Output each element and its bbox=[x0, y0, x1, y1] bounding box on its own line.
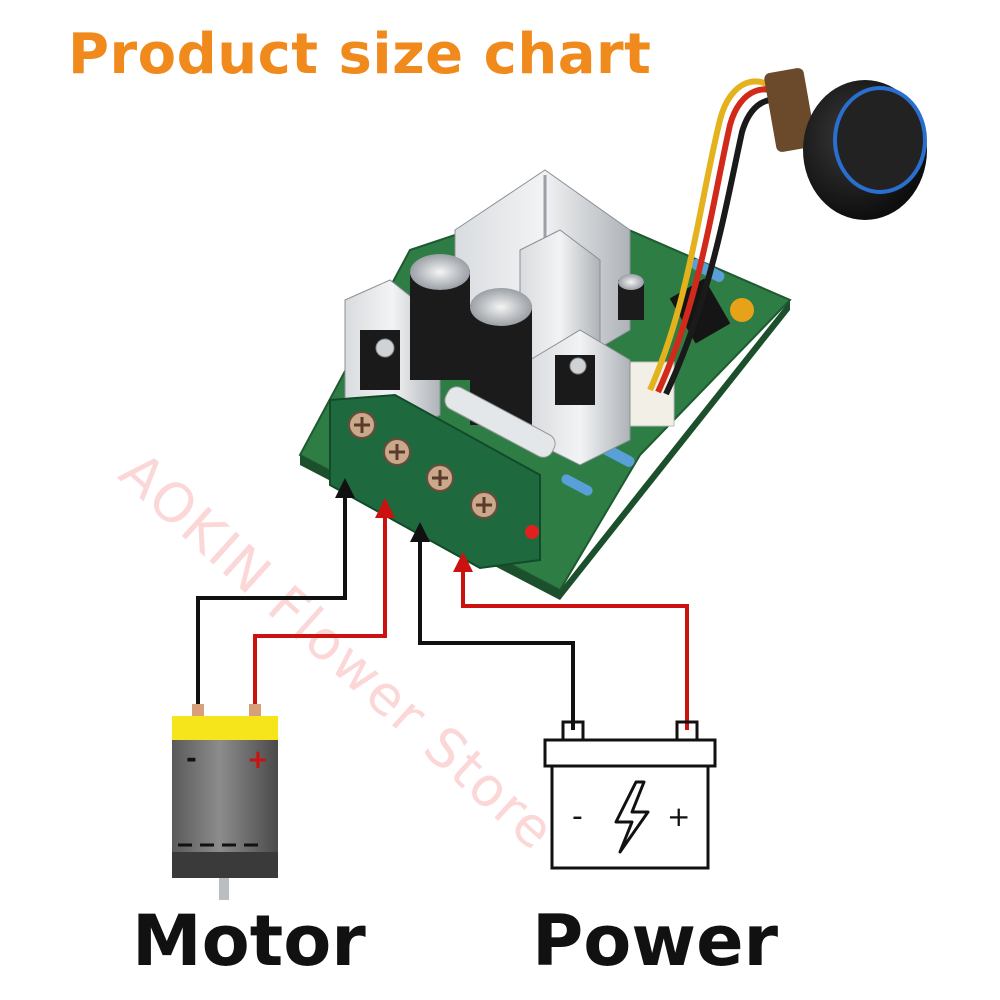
status-led bbox=[525, 525, 539, 539]
battery-icon: - + bbox=[543, 720, 717, 870]
terminal-block bbox=[329, 393, 541, 570]
wire-power-minus bbox=[410, 522, 575, 730]
heatsink-right bbox=[529, 329, 631, 466]
motor-plus-sign: + bbox=[247, 745, 269, 775]
power-label: Power bbox=[532, 900, 779, 982]
motor-minus-sign: - bbox=[186, 744, 197, 774]
motor-label: Motor bbox=[132, 900, 366, 982]
fuse bbox=[444, 386, 556, 458]
wire-motor-minus bbox=[196, 478, 355, 712]
potentiometer bbox=[647, 68, 927, 396]
motor-icon: - + bbox=[172, 704, 278, 900]
battery-minus-sign: - bbox=[572, 799, 583, 834]
pwm-controller-board bbox=[298, 169, 792, 600]
page-title: Product size chart bbox=[68, 22, 652, 87]
wire-motor-plus bbox=[253, 498, 395, 712]
bolt-icon bbox=[614, 780, 650, 854]
wire-power-plus bbox=[453, 552, 689, 730]
ceramic-capacitor bbox=[730, 298, 754, 322]
battery-plus-sign: + bbox=[667, 800, 690, 833]
